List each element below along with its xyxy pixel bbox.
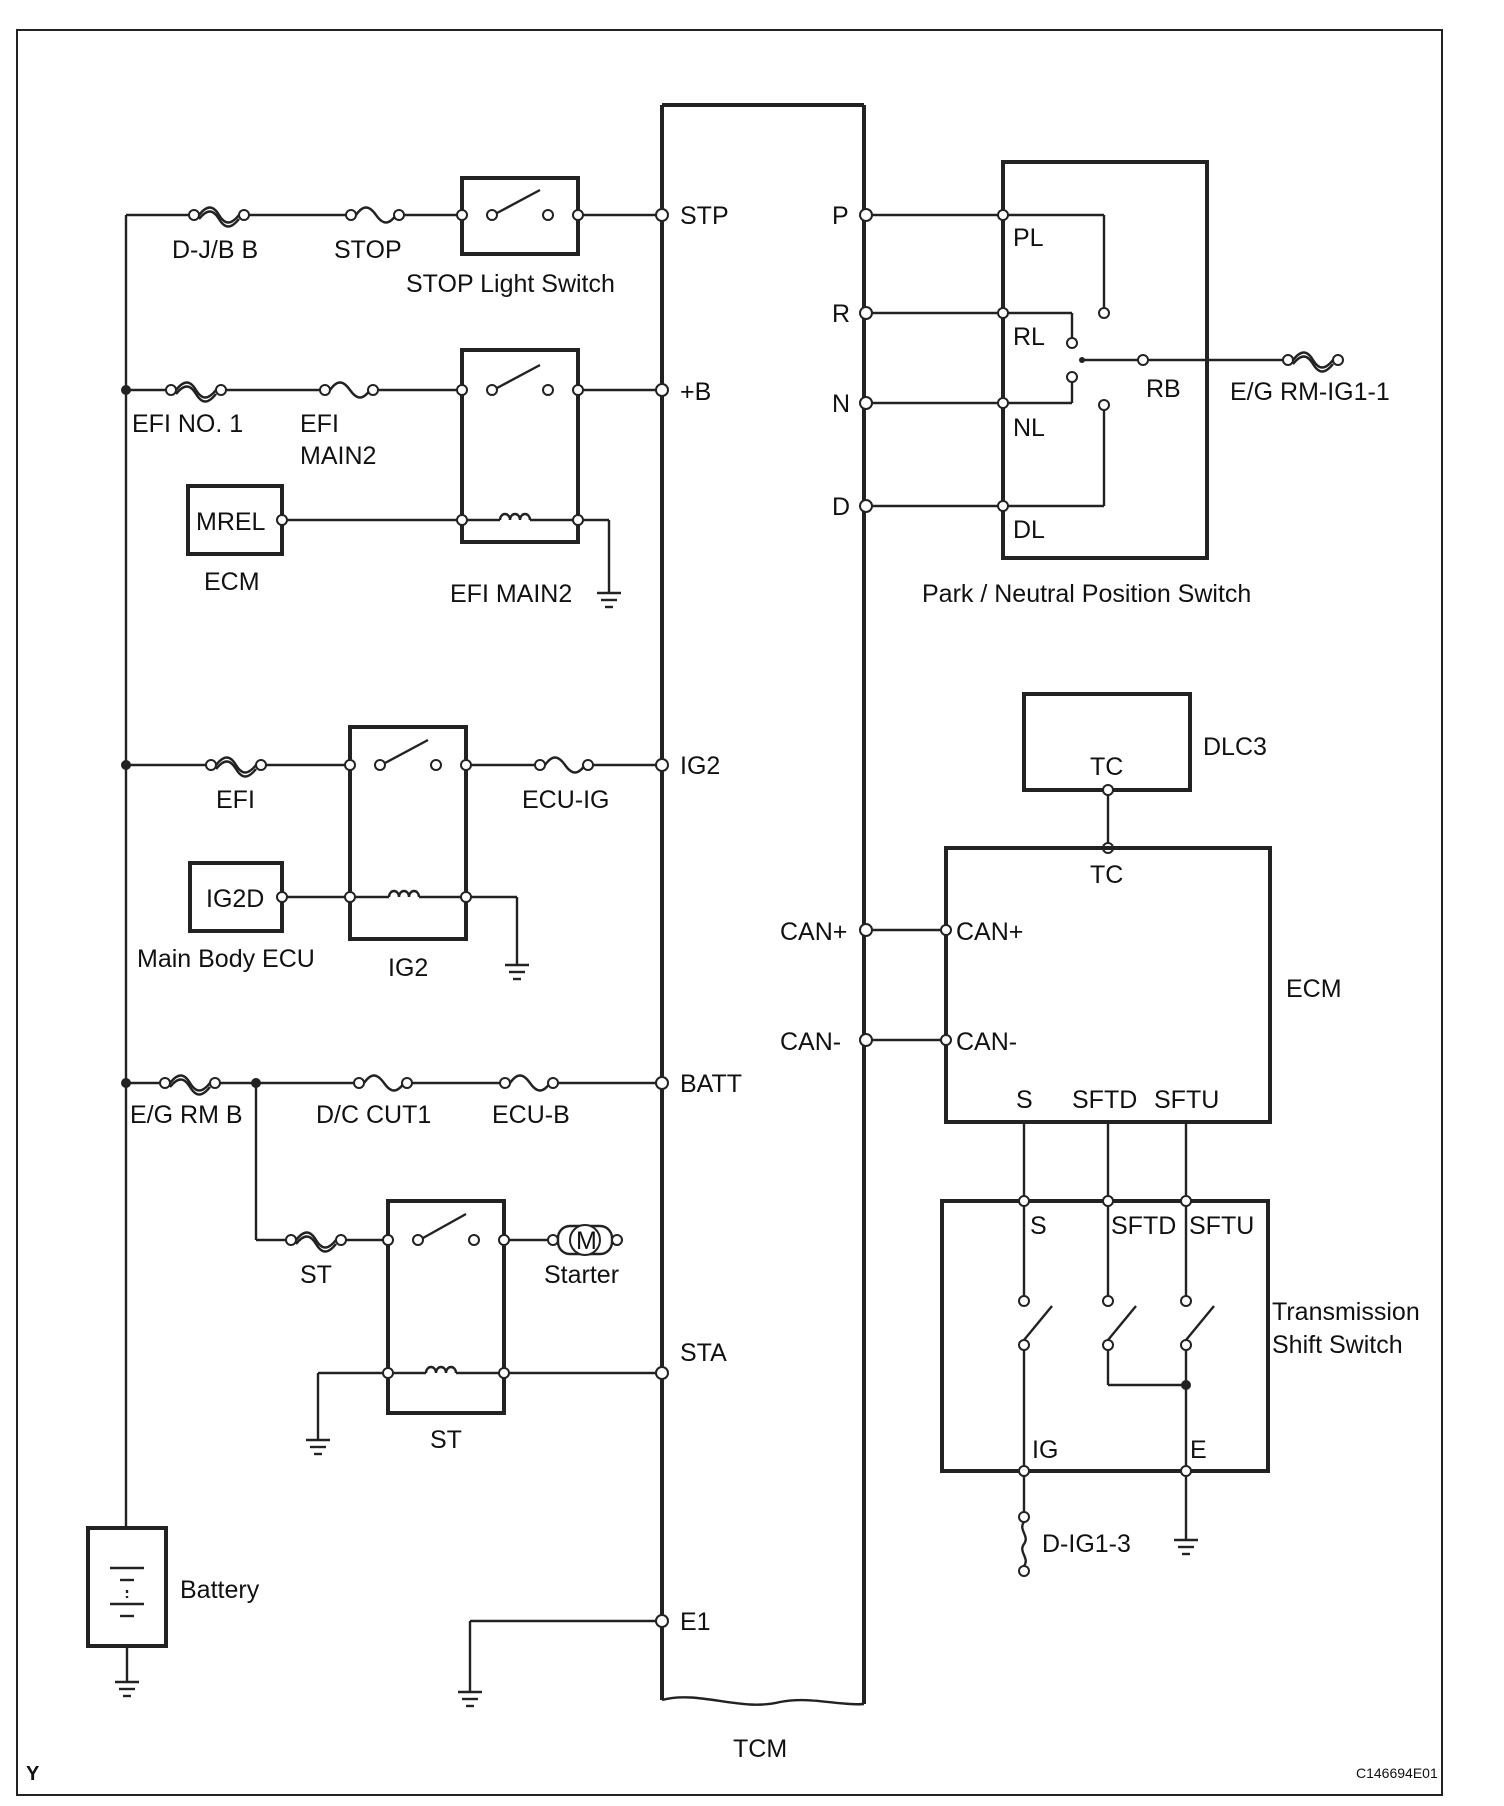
mrel-label: MREL <box>196 508 266 536</box>
pnp-switch-circuit <box>859 160 1344 560</box>
tcm-pin-d: D <box>832 493 850 521</box>
e1-ground <box>458 1614 669 1708</box>
fuse-label-efi-no1: EFI NO. 1 <box>132 410 243 438</box>
ecm-pin-s: S <box>1016 1086 1033 1114</box>
figure-code: C146694E01 <box>1356 1765 1438 1781</box>
tcm-pin-e1: E1 <box>680 1608 711 1636</box>
st-relay-label: ST <box>430 1426 462 1454</box>
fuse-label-st: ST <box>300 1261 332 1289</box>
ig2-circuit <box>126 725 669 981</box>
tcm-pin-sta: STA <box>680 1339 727 1367</box>
starter-label: Starter <box>544 1261 619 1289</box>
fuse-label-eg-rm-b: E/G RM B <box>130 1101 243 1129</box>
stp-circuit <box>188 176 669 256</box>
tcm-body <box>660 103 866 1706</box>
main-body-ecu-label: Main Body ECU <box>137 945 315 973</box>
fuse-label-ecu-b: ECU-B <box>492 1101 570 1129</box>
dlc3-pin-tc: TC <box>1090 753 1123 781</box>
diagram-frame <box>16 29 1443 1796</box>
ig2-relay-label: IG2 <box>388 954 428 982</box>
pnp-pin-nl: NL <box>1013 414 1045 442</box>
tss-pin-s: S <box>1030 1212 1047 1240</box>
pnp-pin-rb: RB <box>1146 375 1181 403</box>
tss-pin-sftu: SFTU <box>1189 1212 1254 1240</box>
pnp-pin-pl: PL <box>1013 224 1044 252</box>
fuse-label-d-ig1-3: D-IG1-3 <box>1042 1530 1131 1558</box>
ecm-small-label: ECM <box>204 568 260 596</box>
tss-pin-e: E <box>1190 1436 1207 1464</box>
ecm-pin-tc: TC <box>1090 861 1123 889</box>
tcm-pin-can-minus: CAN- <box>780 1028 841 1056</box>
tss-label-line2: Shift Switch <box>1272 1331 1403 1359</box>
fuse-label-ecu-ig: ECU-IG <box>522 786 610 814</box>
ig2d-label: IG2D <box>206 885 264 913</box>
tcm-pin-b: +B <box>680 378 711 406</box>
starter-motor-symbol: M <box>576 1227 597 1255</box>
ecm-pin-can-minus: CAN- <box>956 1028 1017 1056</box>
tcm-pin-p: P <box>832 202 849 230</box>
pnp-pin-rl: RL <box>1013 323 1045 351</box>
tcm-pin-n: N <box>832 390 850 418</box>
fuse-label-eg-rm-ig1: E/G RM-IG1-1 <box>1230 378 1390 406</box>
tcm-pin-stp: STP <box>680 202 729 230</box>
fuse-label-efi-main2-a: EFI <box>300 410 339 438</box>
b-circuit <box>126 348 669 609</box>
tcm-pin-can-plus: CAN+ <box>780 918 847 946</box>
starter-circuit <box>254 1083 669 1456</box>
ecm-pin-sftu: SFTU <box>1154 1086 1219 1114</box>
tcm-pin-batt: BATT <box>680 1070 742 1098</box>
tss-label-line1: Transmission <box>1272 1298 1420 1326</box>
ecm-pin-sftd: SFTD <box>1072 1086 1137 1114</box>
dlc3-label: DLC3 <box>1203 733 1267 761</box>
fuse-label-efi: EFI <box>216 786 255 814</box>
pnp-pin-dl: DL <box>1013 516 1045 544</box>
efi-main2-relay-label: EFI MAIN2 <box>450 580 572 608</box>
fuse-label-dc-cut1: D/C CUT1 <box>316 1101 431 1129</box>
tss-pin-sftd: SFTD <box>1111 1212 1176 1240</box>
tcm-title: TCM <box>733 1735 787 1763</box>
fuse-label-efi-main2-b: MAIN2 <box>300 442 376 470</box>
ecm-pin-can-plus: CAN+ <box>956 918 1023 946</box>
stop-light-switch-label: STOP Light Switch <box>406 270 615 298</box>
fuse-label-stop: STOP <box>334 236 402 264</box>
battery-symbol <box>86 1526 168 1698</box>
pnp-switch-label: Park / Neutral Position Switch <box>922 580 1251 608</box>
ecm-label: ECM <box>1286 975 1342 1003</box>
corner-mark: Y <box>26 1763 40 1785</box>
tcm-pin-ig2: IG2 <box>680 752 720 780</box>
tcm-pin-r: R <box>832 300 850 328</box>
tss-pin-ig: IG <box>1032 1436 1058 1464</box>
fuse-label-djb: D-J/B B <box>172 236 258 264</box>
batt-circuit <box>126 1074 669 1096</box>
battery-label: Battery <box>180 1576 260 1604</box>
transmission-shift-switch-circuit <box>940 1122 1270 1577</box>
